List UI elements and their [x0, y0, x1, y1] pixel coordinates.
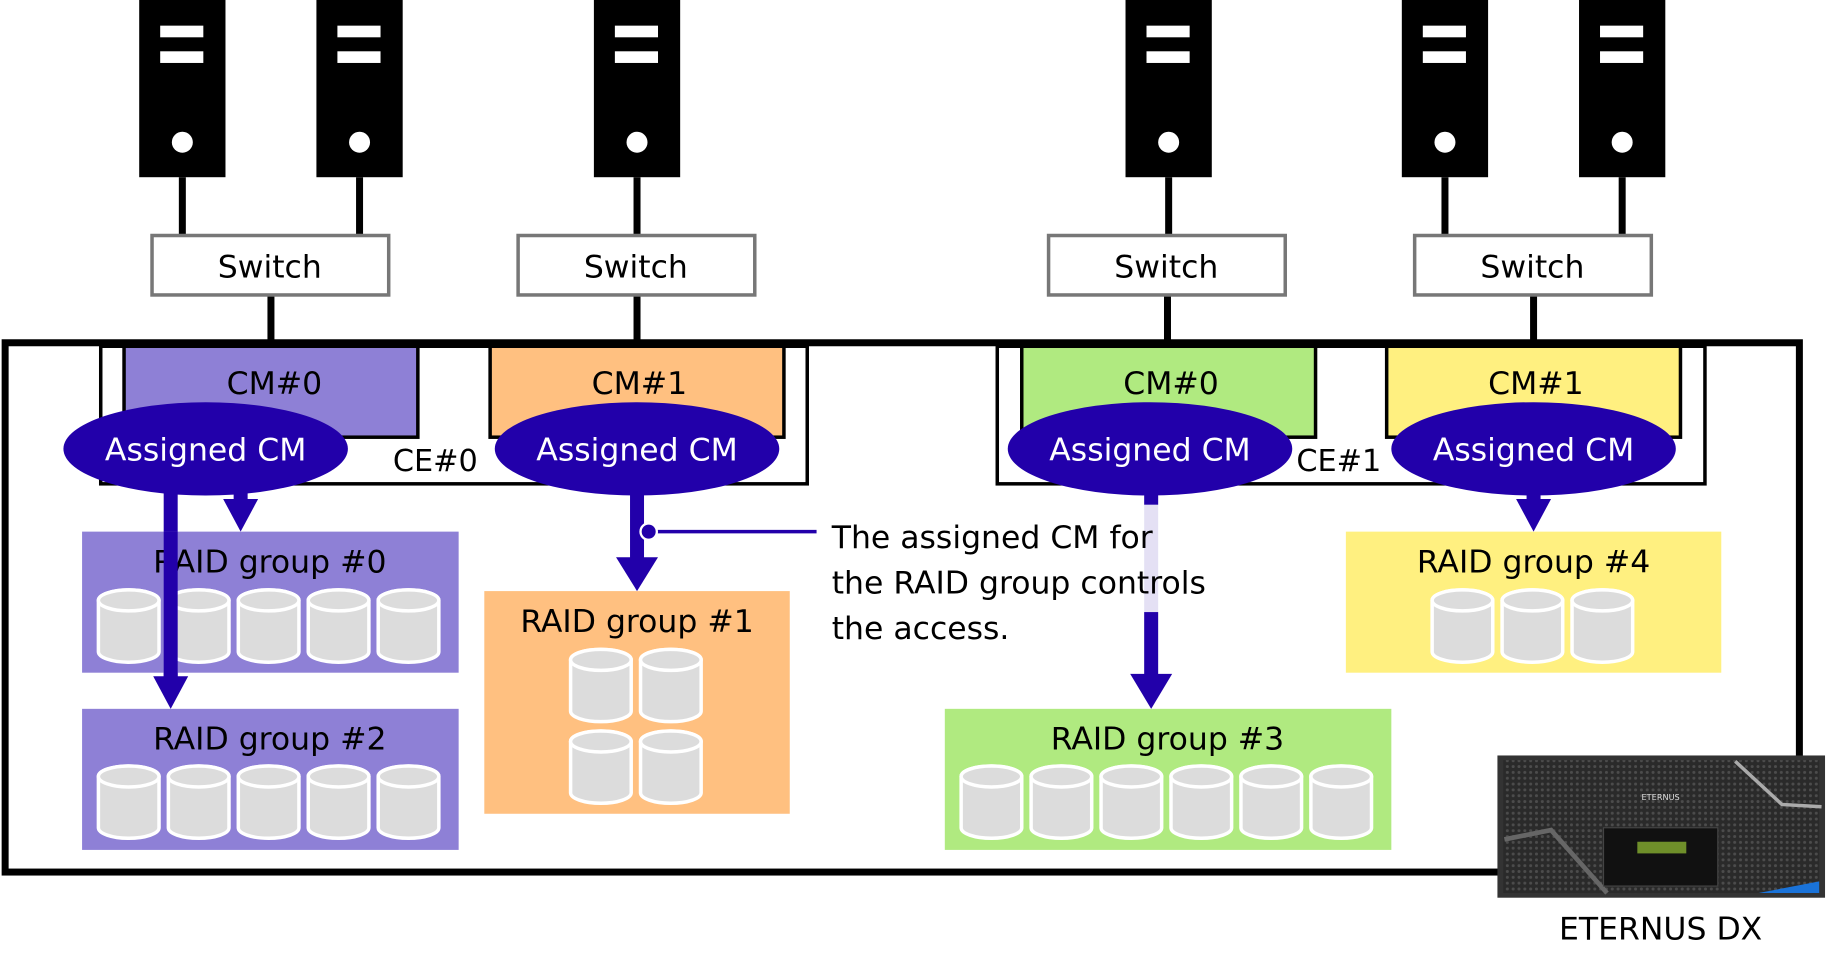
- switch: Switch: [516, 233, 757, 297]
- cm-label: CM#1: [1488, 366, 1584, 402]
- svg-text:Assigned CM: Assigned CM: [536, 433, 737, 469]
- raid-group-label: RAID group #3: [1051, 722, 1284, 758]
- cm-label: CM#0: [227, 366, 323, 402]
- device-lcd: [1637, 841, 1687, 854]
- raid-group-4: RAID group #4: [1345, 531, 1722, 673]
- switch-label: Switch: [1480, 249, 1584, 285]
- eternus-dx-device-image: ETERNUS: [1497, 755, 1826, 898]
- assigned-cm-badge: Assigned CM: [1007, 402, 1293, 496]
- raid-group-label: RAID group #1: [520, 604, 753, 640]
- server-icon: [1579, 0, 1666, 178]
- callout-dot: [639, 522, 659, 541]
- assigned-cm-badge: Assigned CM: [494, 402, 780, 496]
- raid-group-label: RAID group #0: [153, 544, 386, 580]
- disk-icon: [568, 647, 633, 724]
- disk-icon: [236, 588, 301, 664]
- switch-label: Switch: [218, 249, 322, 285]
- server-icon: [316, 0, 403, 178]
- callout-line-3: the access.: [832, 611, 1010, 647]
- server-icon: [593, 0, 681, 178]
- arrow-to-raid-group-3: [1130, 483, 1173, 709]
- raid-group-3: RAID group #3: [944, 708, 1392, 850]
- device-control-panel: [1602, 827, 1719, 887]
- assigned-cm-badge: Assigned CM: [63, 402, 348, 496]
- switch-label: Switch: [584, 249, 688, 285]
- disk-icon: [306, 588, 371, 664]
- assigned-cm-badges: Assigned CM Assigned CM Assigned CM Assi…: [63, 402, 1676, 496]
- disk-icon: [236, 764, 301, 840]
- server-icon: [1125, 0, 1212, 178]
- callout: The assigned CM for the RAID group contr…: [639, 520, 1206, 647]
- disk-icon: [96, 588, 161, 664]
- ce-label: CE#1: [1296, 444, 1381, 479]
- disk-icon: [959, 764, 1024, 840]
- disk-icon: [1309, 764, 1374, 840]
- switch-label: Switch: [1114, 249, 1218, 285]
- switches: Switch Switch Switch Switch: [150, 233, 1654, 297]
- server-cables: [178, 177, 1626, 236]
- device-faceplate-text: ETERNUS: [1642, 792, 1680, 802]
- disk-icon: [1099, 764, 1164, 840]
- disk-icon: [638, 647, 703, 724]
- disk-icon: [306, 764, 371, 840]
- cm-label: CM#1: [592, 366, 688, 402]
- disk-icon: [1169, 764, 1234, 840]
- callout-line-2: the RAID group controls: [832, 565, 1206, 601]
- disk-icon: [376, 588, 441, 664]
- arrow-to-raid-group-1: [616, 483, 659, 592]
- device-label: ETERNUS DX: [1559, 912, 1762, 948]
- servers: [139, 0, 1666, 178]
- disk-icon: [1500, 588, 1565, 664]
- disk-icon: [1430, 588, 1495, 664]
- switch: Switch: [1046, 233, 1287, 297]
- raid-group-2: RAID group #2: [82, 708, 459, 850]
- raid-groups: RAID group #0 RAID group #2 RAID group #…: [82, 531, 1722, 850]
- disk-icon: [1570, 588, 1635, 664]
- ce-label: CE#0: [393, 444, 478, 479]
- svg-text:Assigned CM: Assigned CM: [1433, 433, 1634, 469]
- raid-group-0: RAID group #0: [82, 531, 459, 673]
- callout-line-1: The assigned CM for: [831, 520, 1153, 556]
- disk-icon: [638, 729, 703, 805]
- disk-icon: [376, 764, 441, 840]
- raid-group-1: RAID group #1: [484, 591, 790, 814]
- disk-icon: [96, 764, 161, 840]
- server-icon: [139, 0, 226, 178]
- switch: Switch: [1412, 233, 1654, 297]
- arrow-shaft-overlay: [163, 531, 178, 678]
- svg-text:Assigned CM: Assigned CM: [105, 433, 306, 469]
- disk-icon: [1239, 764, 1304, 840]
- switch-cables: [267, 294, 1538, 344]
- switch: Switch: [150, 233, 391, 297]
- raid-group-label: RAID group #2: [153, 722, 386, 758]
- assigned-cm-badge: Assigned CM: [1391, 402, 1676, 496]
- svg-text:Assigned CM: Assigned CM: [1049, 433, 1250, 469]
- raid-group-label: RAID group #4: [1417, 544, 1650, 580]
- disk-icon: [166, 764, 231, 840]
- disk-icon: [166, 588, 231, 664]
- disk-icon: [1029, 764, 1094, 840]
- server-icon: [1401, 0, 1489, 178]
- disk-icon: [568, 729, 633, 805]
- cm-label: CM#0: [1123, 366, 1219, 402]
